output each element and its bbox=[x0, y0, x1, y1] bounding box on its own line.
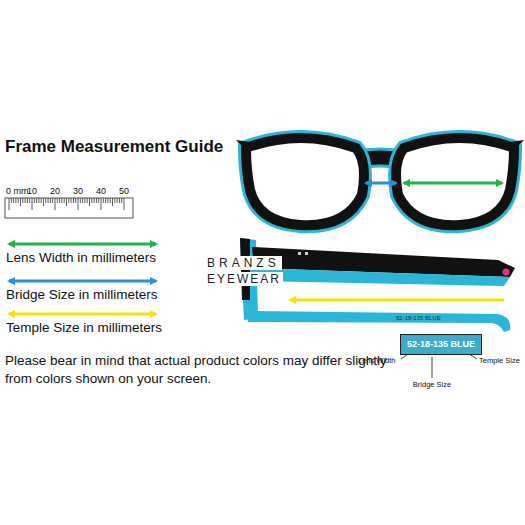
legend-text: Temple Size in millimeters bbox=[6, 320, 162, 336]
inset-label: Temple Size bbox=[479, 356, 520, 365]
glasses-front bbox=[236, 138, 524, 225]
inset-label: Bridge Size bbox=[413, 380, 451, 389]
title: Frame Measurement Guide bbox=[5, 137, 223, 157]
size-label-box: 52-18-135 BLUE bbox=[400, 334, 482, 355]
ruler-number: 20 bbox=[50, 186, 60, 197]
note: Please bear in mind that actual product … bbox=[5, 352, 400, 387]
ruler-number: 30 bbox=[73, 186, 83, 197]
bridge-size-arrow bbox=[9, 280, 156, 283]
watermark: EYEWEAR bbox=[205, 272, 283, 286]
legend-text: Bridge Size in millimeters bbox=[6, 287, 158, 303]
leader-lines bbox=[401, 352, 477, 378]
ruler bbox=[5, 198, 133, 218]
ruler-number: 10 bbox=[27, 186, 37, 197]
watermark: BRANZS bbox=[205, 256, 282, 270]
ruler-number: 50 bbox=[119, 186, 129, 197]
temple-size-arrow bbox=[9, 313, 156, 316]
legend-text: Lens Width in millimeters bbox=[6, 250, 156, 266]
ruler-number: 40 bbox=[96, 186, 106, 197]
lens-width-arrow bbox=[9, 243, 156, 246]
temple-imprint: 52-18-135 BLUE bbox=[396, 315, 441, 322]
size-code: 52-18-135 BLUE bbox=[407, 339, 475, 350]
ruler-number: 0 mm bbox=[6, 186, 29, 197]
